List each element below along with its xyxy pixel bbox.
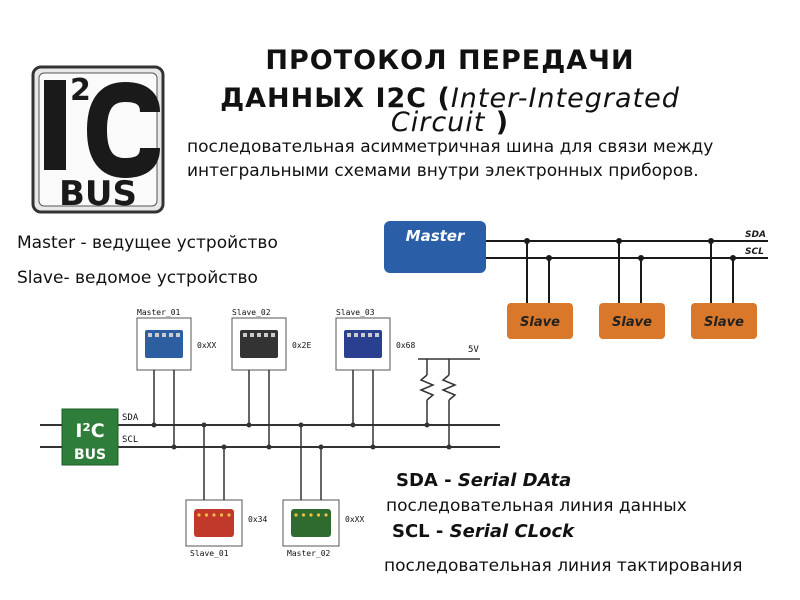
scl-legend-desc: последовательная линия тактирования	[384, 556, 743, 576]
description-text: последовательная асимметричная шина для …	[187, 137, 714, 181]
small-i2c-logo	[61, 408, 119, 466]
device-name: Master_01	[137, 308, 181, 317]
sda-legend-abbr: SDA -	[396, 470, 458, 491]
master-label: Master	[406, 227, 466, 245]
device-bottom-2: Master_02 0xXX	[282, 422, 364, 558]
top-bus-diagram: Master SDA SCL Slave Slave Slave	[384, 221, 768, 339]
device-name: Slave_01	[190, 549, 229, 558]
bottom-sda-label: SDA	[122, 413, 139, 423]
slave-box-2: Slave	[599, 238, 665, 339]
sda-legend-full: Serial DAta	[457, 470, 572, 491]
device-top-2: Slave_02 0x2E	[231, 308, 311, 450]
title-line-2-italic: Inter-Integrated	[450, 83, 680, 114]
device-address: 0x68	[396, 341, 415, 350]
device-top-1: Master_01 0xXX	[136, 308, 216, 450]
device-address: 0x2E	[292, 341, 311, 350]
device-name: Master_02	[287, 549, 331, 558]
top-scl-label: SCL	[745, 247, 764, 257]
device-top-3: Slave_03 0x68	[335, 308, 415, 450]
voltage-label: 5V	[468, 345, 479, 355]
bottom-scl-label: SCL	[122, 435, 138, 445]
scl-legend-abbr: SCL -	[392, 521, 450, 542]
title-line-3-bold: )	[485, 107, 510, 138]
device-name: Slave_02	[232, 308, 271, 317]
bottom-devices-group: Master_010xXXSlave_020x2ESlave_030x68Sla…	[136, 308, 415, 558]
slave-label-1: Slave	[520, 315, 560, 330]
sda-legend: SDA - Serial DAta	[396, 470, 571, 491]
device-address: 0xXX	[345, 515, 364, 524]
small-logo-i2c-text: I²C	[75, 420, 104, 442]
page-title: ПРОТОКОЛ ПЕРЕДАЧИ ДАННЫХ I2C (Inter-Inte…	[150, 42, 750, 142]
device-address: 0xXX	[197, 341, 216, 350]
master-definition: Master - ведущее устройство	[17, 233, 278, 253]
slave-label-2: Slave	[612, 315, 652, 330]
title-line-3: Circuit )	[150, 104, 750, 142]
title-line-1: ПРОТОКОЛ ПЕРЕДАЧИ	[265, 45, 635, 76]
scl-legend: SCL - Serial CLock	[392, 521, 574, 542]
i2c-bus-logo: 2 BUS	[31, 65, 165, 214]
slave-box-3: Slave	[691, 238, 757, 339]
small-logo-bus-text: BUS	[74, 447, 106, 463]
slave-label-3: Slave	[704, 315, 744, 330]
pullup-resistor-1	[419, 359, 435, 425]
device-address: 0x34	[248, 515, 267, 524]
title-line-3-italic: Circuit	[390, 107, 486, 138]
top-sda-label: SDA	[745, 230, 766, 240]
device-name: Slave_03	[336, 308, 375, 317]
sda-legend-desc: последовательная линия данных	[386, 496, 687, 516]
master-box	[384, 221, 486, 273]
logo-bus-text: BUS	[59, 174, 137, 214]
slave-definition: Slave- ведомое устройство	[17, 268, 258, 288]
bottom-bus-diagram: SDA SCL I²C BUS 5V Master_01 0xXX Slave_02…	[40, 308, 500, 558]
pullup-resistor-2	[441, 359, 457, 447]
logo-sup: 2	[70, 73, 91, 108]
top-slaves-group: Slave Slave Slave	[507, 238, 757, 339]
title-line-2-bold: ДАННЫХ I2C (	[220, 83, 451, 114]
slave-box-1: Slave	[507, 238, 573, 339]
title-line-2: ДАННЫХ I2C (Inter-Integrated	[150, 80, 750, 118]
scl-legend-full: Serial CLock	[449, 521, 575, 542]
device-bottom-1: Slave_01 0x34	[185, 422, 267, 558]
